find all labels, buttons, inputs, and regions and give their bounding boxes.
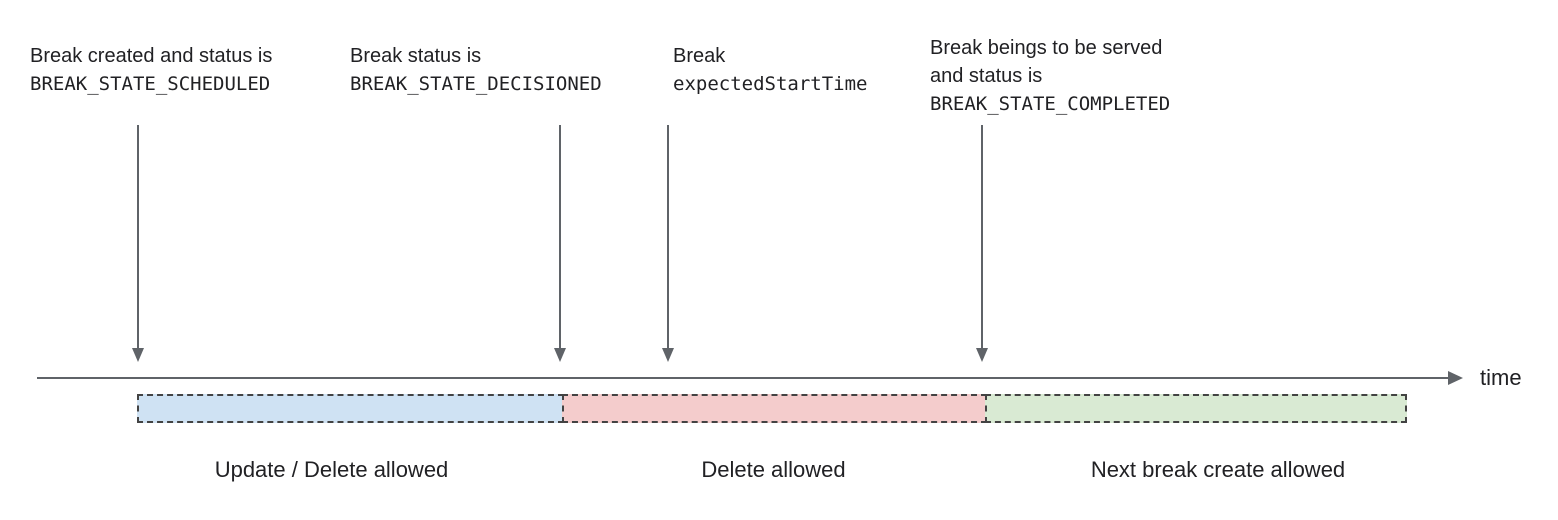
segment-delete-allowed [562, 394, 987, 423]
annotation-text: Break [673, 45, 726, 67]
segment-next-break-create-allowed [985, 394, 1407, 423]
segment-label: Delete allowed [701, 457, 846, 482]
arrow-shaft [667, 125, 669, 348]
arrow-head [554, 348, 566, 362]
annotation-code: expectedStartTime [673, 73, 868, 95]
arrow-shaft [981, 125, 983, 348]
annotation-expected-start-time: Break expectedStartTime [673, 42, 867, 98]
annotation-code: BREAK_STATE_DECISIONED [350, 73, 602, 95]
timeline-axis-label: time [1480, 365, 1522, 390]
annotation-break-completed: Break beings to be served and status is … [930, 34, 1170, 118]
annotation-text: Break created and status is [30, 45, 273, 67]
annotation-text: Break beings to be served [930, 37, 1163, 59]
down-arrow-icon [131, 125, 145, 362]
timeline-axis [37, 377, 1448, 379]
annotation-break-scheduled: Break created and status is BREAK_STATE_… [30, 42, 272, 98]
annotation-text: and status is [930, 65, 1043, 87]
annotation-code: BREAK_STATE_SCHEDULED [30, 73, 271, 95]
timeline-arrow-head-icon [1448, 371, 1463, 385]
arrow-shaft [559, 125, 561, 348]
segment-label: Update / Delete allowed [214, 457, 449, 482]
arrow-head [976, 348, 988, 362]
down-arrow-icon [553, 125, 567, 362]
segment-label: Next break create allowed [1090, 457, 1346, 482]
annotation-code: BREAK_STATE_COMPLETED [930, 93, 1171, 115]
arrow-shaft [137, 125, 139, 348]
down-arrow-icon [975, 125, 989, 362]
arrow-head [662, 348, 674, 362]
arrow-head [132, 348, 144, 362]
annotation-break-decisioned: Break status is BREAK_STATE_DECISIONED [350, 42, 602, 98]
segment-update-delete-allowed [137, 394, 564, 423]
annotation-text: Break status is [350, 45, 482, 67]
down-arrow-icon [661, 125, 675, 362]
